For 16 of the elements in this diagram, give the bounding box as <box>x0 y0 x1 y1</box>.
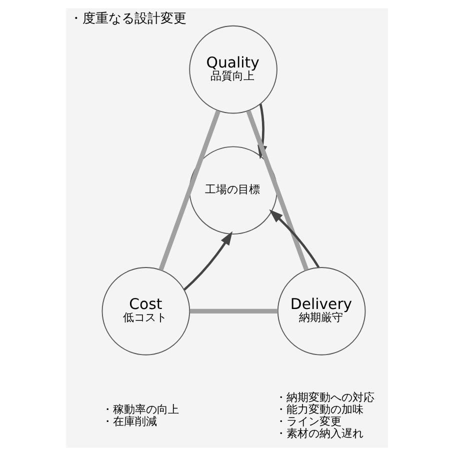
node-circle: 工場の目標 <box>188 146 277 234</box>
node-label: ・能力変動の加味 <box>275 403 364 416</box>
node-label: ・納期変動への対応 <box>275 390 374 404</box>
node-label: ・稼動率の向上 <box>101 403 178 416</box>
node-label: ・素材の納入遅れ <box>275 427 364 440</box>
connector <box>246 110 308 271</box>
node-label: ・在庫削減 <box>101 415 156 428</box>
arrow <box>183 231 232 291</box>
node-circle: Cost 低コスト <box>101 267 190 356</box>
node-circle: Quality 品質向上 <box>188 25 277 114</box>
node-circle: Delivery 納期厳守 <box>276 267 366 356</box>
connector <box>189 308 278 314</box>
arrow <box>268 209 320 268</box>
node-label: ・度重なる設計変更 <box>69 11 186 26</box>
connector <box>158 110 220 271</box>
node-label: ・ライン変更 <box>275 415 342 428</box>
